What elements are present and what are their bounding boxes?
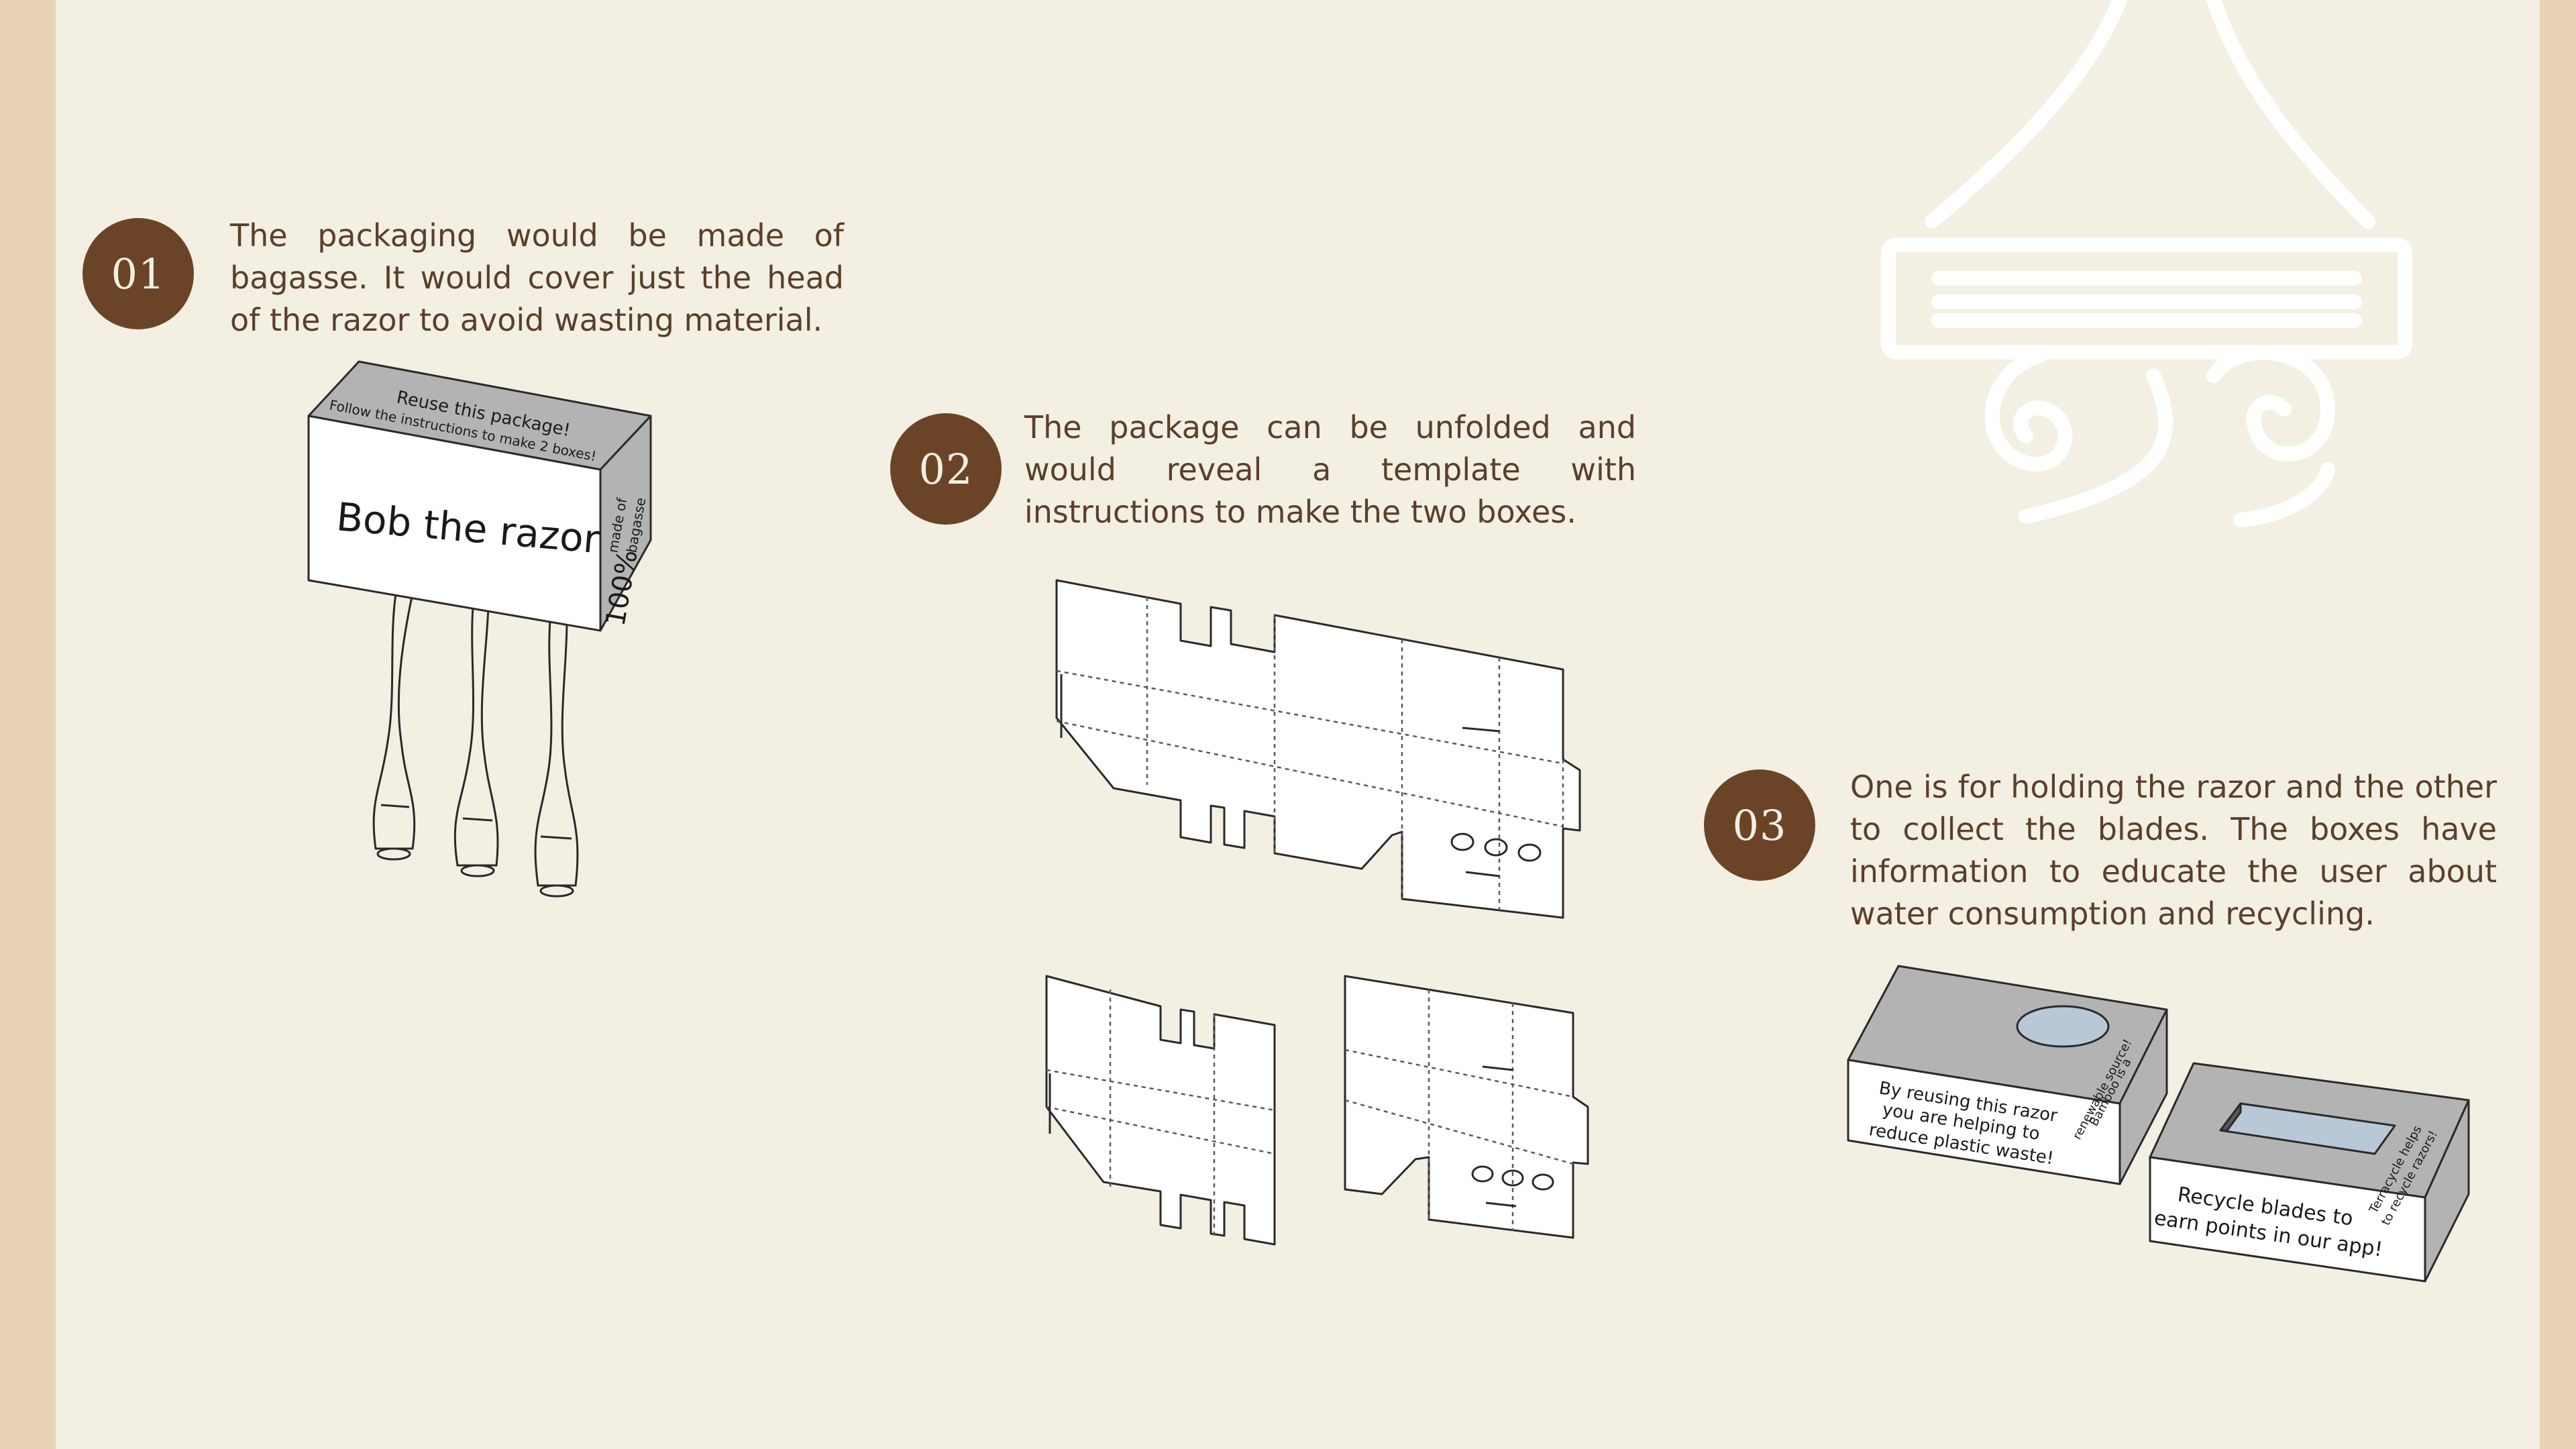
razor-handle-1 [372, 592, 416, 861]
step-number-03: 03 [1704, 769, 1815, 881]
blade-box-illustration: Recycle blades to earn points in our app… [2149, 1062, 2470, 1283]
step-text-01: The packaging would be made of bagasse. … [230, 217, 844, 338]
razor-box-front [1847, 1059, 2121, 1185]
razor-handle-2 [453, 606, 499, 877]
step-text-02: The package can be unfolded and would re… [1024, 409, 1636, 530]
step-number-01: 01 [83, 218, 194, 329]
package-front-face [307, 415, 602, 632]
unfolded-template-illustration [1055, 579, 1581, 919]
step-number-02: 02 [890, 413, 1002, 525]
razor-package-illustration: Reuse this package! Follow the instructi… [307, 360, 652, 898]
blade-box-template [1344, 975, 1589, 1239]
step-text-03: One is for holding the razor and the oth… [1850, 769, 2497, 932]
razor-handle-3 [534, 619, 579, 898]
razor-box-illustration: By reusing this razor you are helping to… [1847, 965, 2168, 1185]
razor-outline-icon [1881, 0, 2412, 527]
blade-box-front [2149, 1156, 2426, 1283]
box-templates-illustration [1045, 975, 1589, 1246]
razor-box-template [1045, 975, 1276, 1246]
razor-box-hole [2016, 1005, 2110, 1048]
